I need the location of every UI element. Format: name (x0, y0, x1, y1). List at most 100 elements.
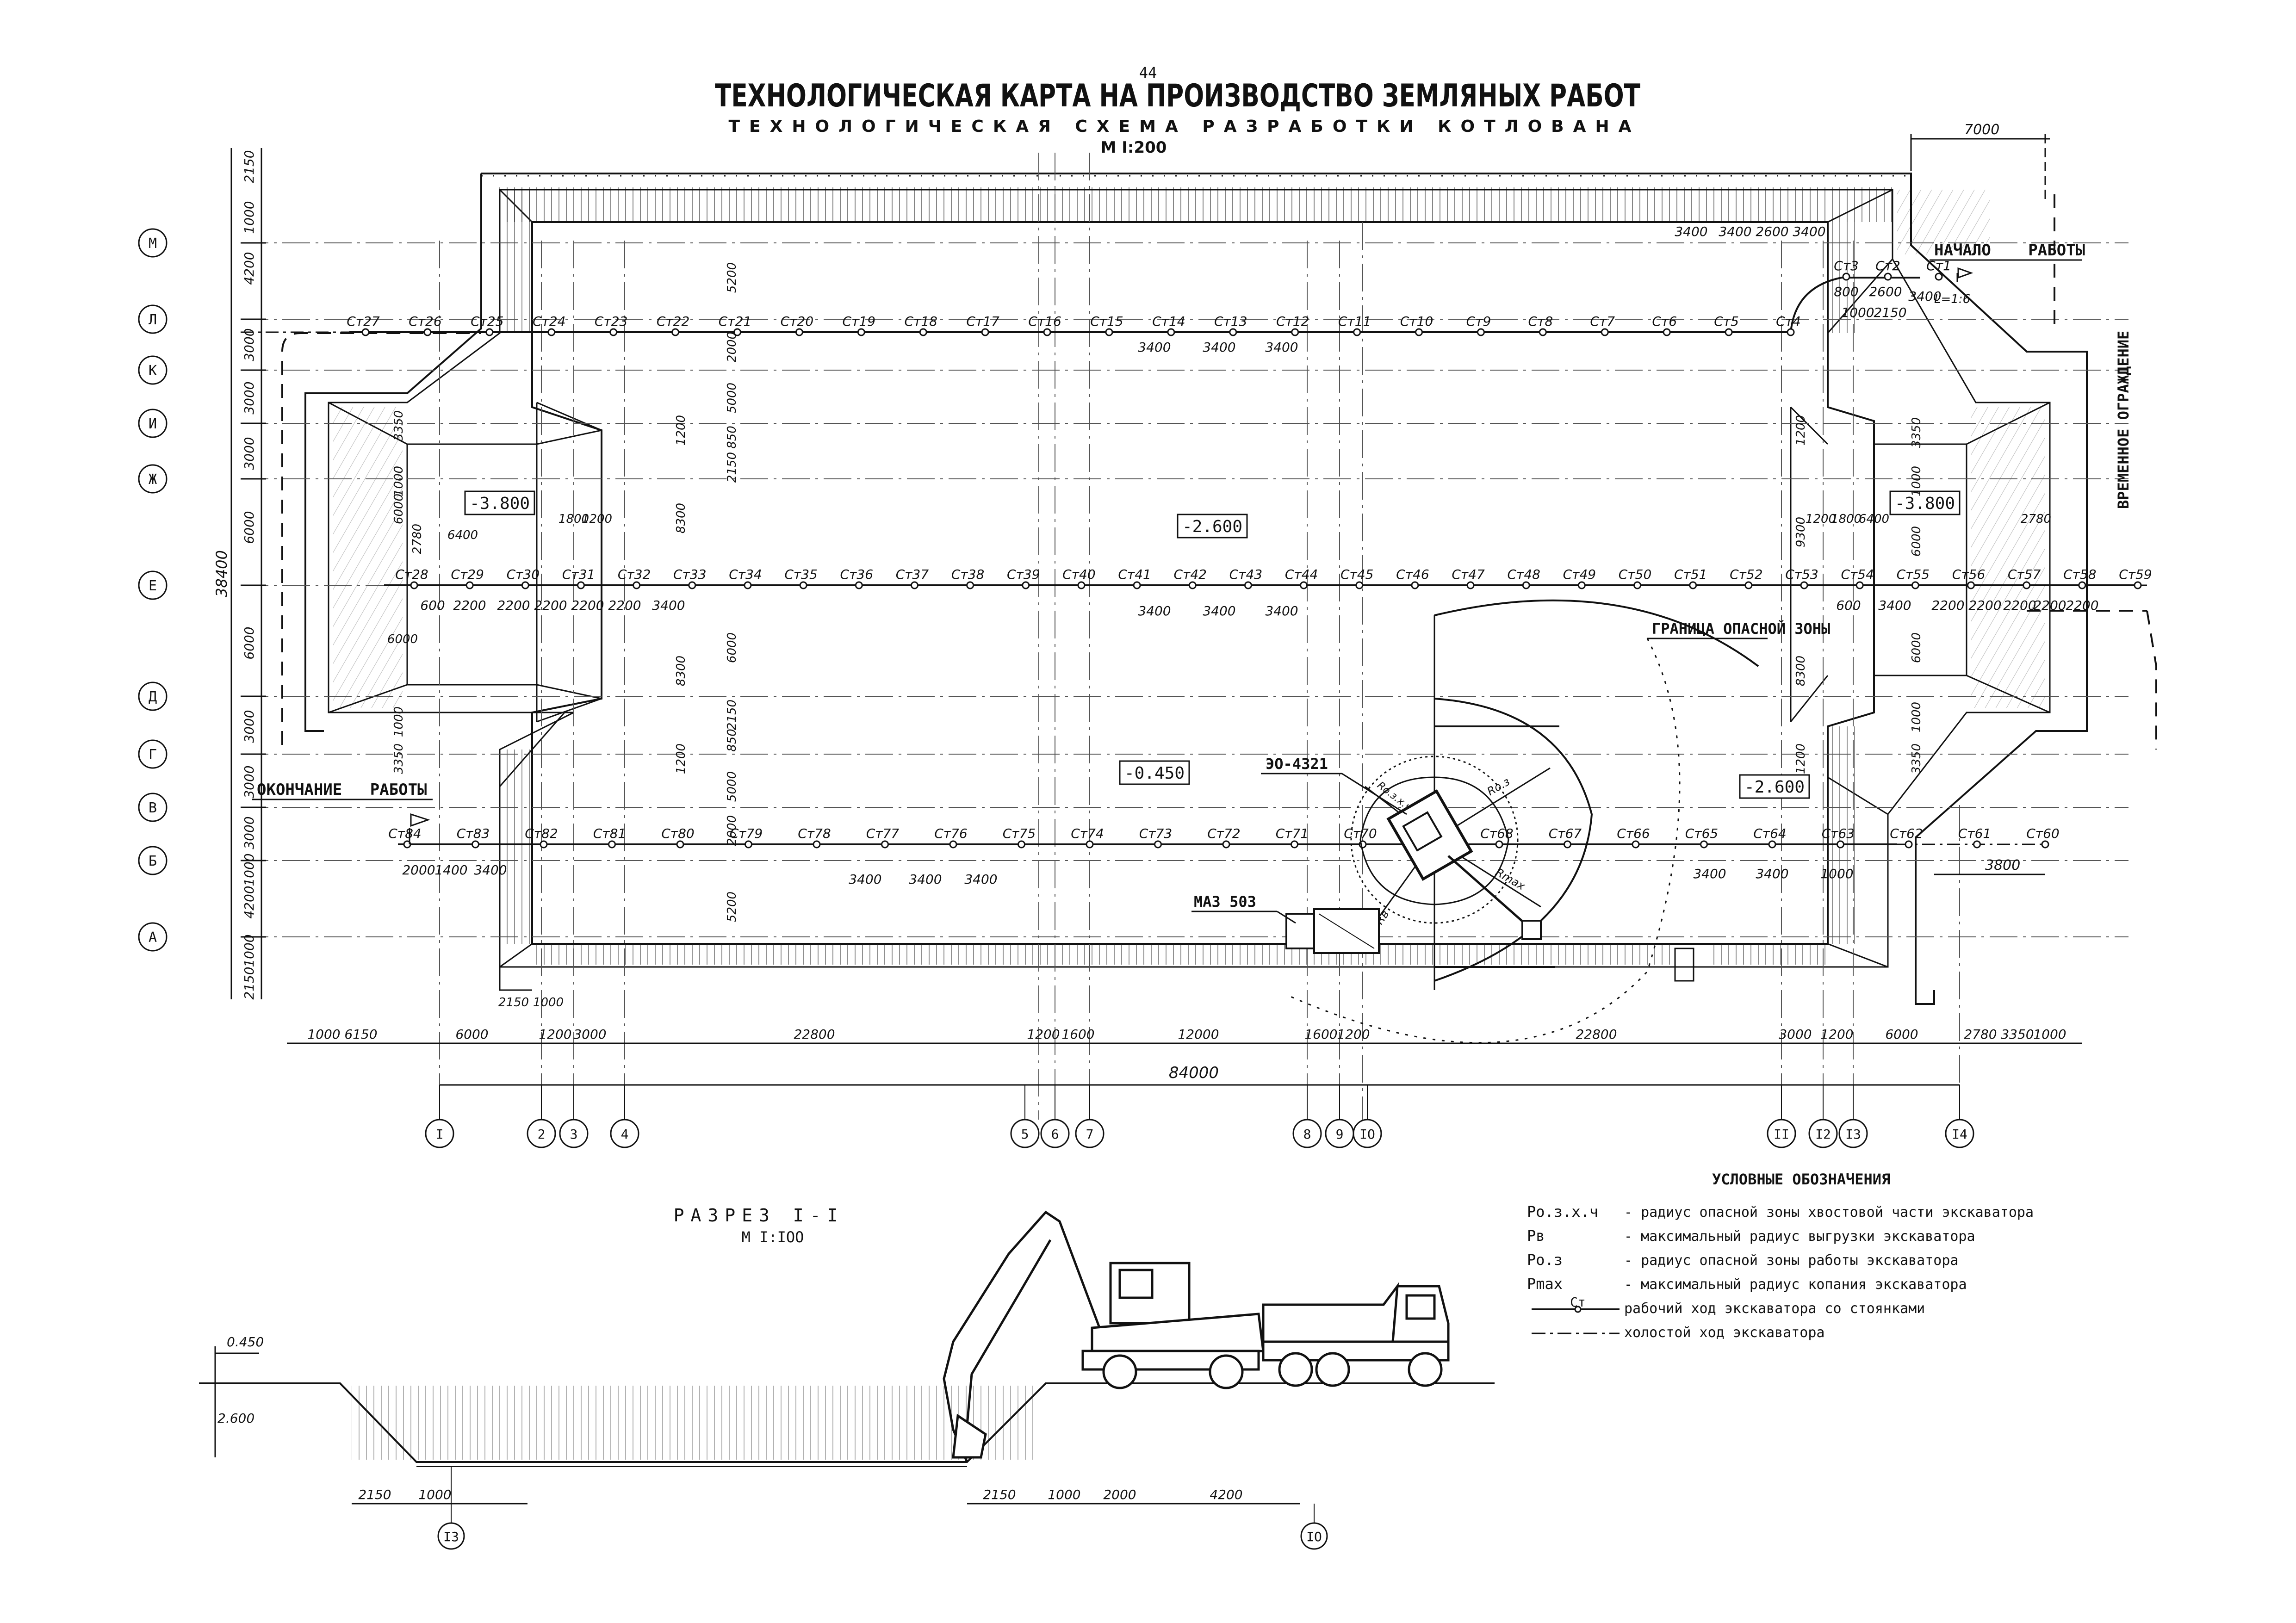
stop-marker (423, 328, 432, 336)
row-dim-label: 6000 (242, 626, 257, 659)
section-dim-label: 2150 (983, 1487, 1016, 1502)
inner-dim-label: 2780 (2021, 512, 2051, 526)
col-axis-bubble (559, 1119, 589, 1148)
stop-label: Ст53 (1785, 567, 1818, 582)
page-number: 44 (1139, 64, 1157, 81)
col-axis-bubble (527, 1119, 556, 1148)
end-flag-icon (409, 813, 430, 844)
inner-dim-label: 850 (725, 426, 739, 449)
stop-label: Ст19 (843, 314, 876, 329)
col-axis-bubble (1808, 1119, 1838, 1148)
stop-label: Ст25 (471, 314, 504, 329)
stop-label: Ст48 (1507, 567, 1540, 582)
inner-dim-label: 1000 (392, 466, 406, 496)
stop-label: Ст28 (395, 567, 428, 582)
stop-marker (1495, 840, 1503, 849)
legend-item: Pв- максимальный радиус выгрузки экскава… (1527, 1227, 1975, 1245)
legend-symbol: Pо.з (1527, 1251, 1563, 1269)
inner-dim-label: 3350 (392, 743, 406, 774)
stop-marker (881, 840, 889, 849)
row-dim-label: 6000 (242, 511, 257, 544)
col-axis-label: 9 (1336, 1127, 1344, 1142)
inner-dim-label: 6400 (1859, 512, 1889, 526)
row-axis-bubble (138, 922, 168, 952)
stop-label: Ст77 (866, 826, 900, 841)
stop-label: Ст66 (1617, 826, 1650, 841)
section-level-bottom: 2.600 (217, 1411, 254, 1426)
stop-marker (1577, 581, 1586, 589)
row-dim-label: 3000 (242, 816, 257, 849)
stop-label: Ст55 (1897, 567, 1930, 582)
col-axis-bubble (425, 1119, 454, 1148)
legend-text: - радиус опасной зоны хвостовой части эк… (1624, 1204, 2034, 1220)
inner-dim-label: 6000 (725, 632, 739, 663)
stop-label: Ст74 (1071, 826, 1104, 841)
row-axis-label: Д (149, 689, 157, 705)
col-dim-label: 1200 (1027, 1027, 1060, 1042)
fence-lines (281, 194, 2157, 750)
stop-label: Ст20 (781, 314, 814, 329)
inner-dim-label: 8300 (674, 503, 688, 533)
stop-label: Ст15 (1090, 314, 1123, 329)
stop-label: Ст31 (562, 567, 596, 582)
row-dim-label: 3000 (242, 328, 257, 361)
stop-marker (744, 581, 752, 589)
stop-label: Ст6 (1652, 314, 1677, 329)
stop-label: Ст63 (1822, 826, 1855, 841)
stop-marker (1601, 328, 1609, 336)
pit-bottom-contour (328, 189, 2051, 991)
stop-label: Ст83 (457, 826, 490, 841)
stop-marker (2023, 581, 2031, 589)
stop-label: Ст12 (1276, 314, 1309, 329)
stop-label: Ст76 (934, 826, 968, 841)
stop-label: Ст54 (1841, 567, 1874, 582)
right-dim-3800: 3800 (1985, 857, 2020, 873)
stop-marker (1787, 328, 1795, 336)
legend-symbol: Pо.з.х.ч (1527, 1203, 1598, 1220)
stop-label: Ст45 (1340, 567, 1374, 582)
level-bottom-right: -2.600 (1744, 778, 1805, 797)
stop-marker (1167, 328, 1175, 336)
sub-dim-label: 3400 (1138, 340, 1171, 355)
sub-dim-label: 2200 (2033, 598, 2066, 613)
inner-dim-label: 5200 (725, 892, 739, 922)
section-level-top: 0.450 (227, 1334, 264, 1350)
row-axis-label: Е (149, 578, 157, 594)
row-axis-bubble (138, 681, 168, 711)
sub-dim-label: 1000 (1820, 866, 1853, 881)
stop-marker (799, 581, 807, 589)
inner-dim-label: 8300 (674, 656, 688, 686)
stop-marker (1022, 581, 1030, 589)
sub-dim-label: 2200 (571, 598, 604, 613)
inner-dim-label: 850 (725, 729, 739, 752)
col-dim-label: 22800 (794, 1027, 835, 1042)
stop-marker (733, 328, 741, 336)
stop-label: Ст61 (1958, 826, 1992, 841)
row-axis-label: Л (149, 312, 157, 328)
col-dim-label: 1200 (1820, 1027, 1853, 1042)
stop-marker (1291, 328, 1299, 336)
stop-marker (1768, 840, 1776, 849)
col-dim-label: 6000 (1885, 1027, 1918, 1042)
stop-marker (465, 581, 474, 589)
stop-marker (1800, 581, 1808, 589)
level-left: -3.800 (470, 494, 530, 513)
col-axis-label: 3 (570, 1127, 578, 1142)
inner-dim-label: 3350 (1910, 417, 1924, 448)
stop-label: Ст58 (2063, 567, 2097, 582)
stop-label: Ст35 (784, 567, 818, 582)
page-title: ТЕХНОЛОГИЧЕСКАЯ КАРТА НА ПРОИЗВОДСТВО ЗЕ… (715, 78, 1640, 114)
row-dim-label: 1000 (242, 853, 257, 886)
stop-marker (1466, 581, 1475, 589)
inner-dim-label: 3350 (392, 410, 406, 441)
stop-marker (1884, 273, 1892, 281)
legend-item: Pо.з- радиус опасной зоны работы экскава… (1527, 1251, 1958, 1269)
total-width-dim: 84000 (1169, 1064, 1219, 1082)
sub-dim-label: 3400 (1878, 598, 1911, 613)
inner-dim-label: 1000 (1910, 702, 1924, 732)
col-dim-label: 1600 (1061, 1027, 1094, 1042)
